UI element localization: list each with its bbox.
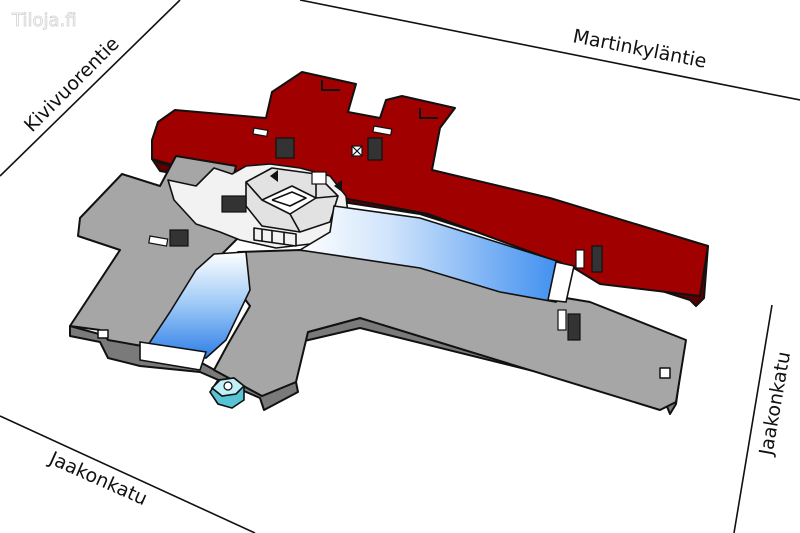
stairs-icon <box>148 125 585 331</box>
street-label-kivivuorentie: Kivivuorentie <box>20 33 124 137</box>
corridor-end-cap <box>547 261 575 303</box>
entrance-booth <box>209 377 246 409</box>
glass-corridor-vertical <box>139 251 251 371</box>
elevator-icon <box>169 137 603 341</box>
glass-corridor-horizontal <box>297 205 561 303</box>
watermark-logo: Tiloja.fi <box>11 10 77 31</box>
entrance-icon <box>270 170 342 192</box>
street-label-martinkylantie: Martinkyläntie <box>571 25 708 72</box>
